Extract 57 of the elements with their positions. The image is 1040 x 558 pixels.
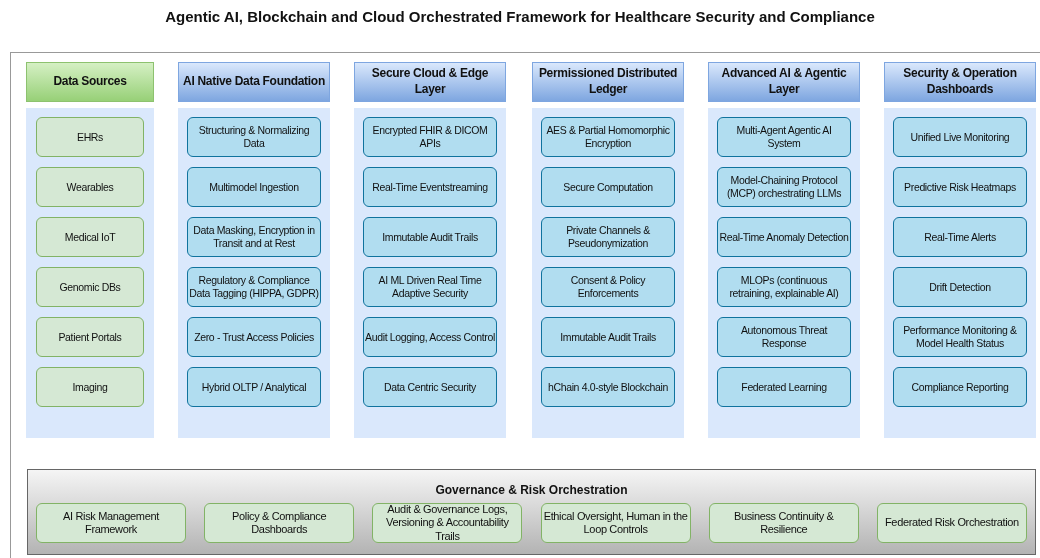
column-header: Data Sources [26, 62, 154, 102]
column-panel [354, 108, 506, 438]
item-box: Medical IoT [36, 217, 144, 257]
item-box: Regulatory & Compliance Data Tagging (HIPPA, GDPR) [187, 267, 321, 307]
item-box: Zero - Trust Access Policies [187, 317, 321, 357]
column-header: Advanced AI & Agentic Layer [708, 62, 860, 102]
item-box: Audit & Governance Logs, Versioning & Accountability Trails [372, 503, 523, 543]
column-panel [26, 108, 154, 438]
item-box: Structuring & Normalizing Data [187, 117, 321, 157]
item-box: Multimodel Ingestion [187, 167, 321, 207]
item-box: AI ML Driven Real Time Adaptive Security [363, 267, 497, 307]
item-box: Performance Monitoring & Model Health Status [893, 317, 1027, 357]
item-box: Business Continuity & Resilience [708, 503, 859, 543]
item-box: Encrypted FHIR & DICOM APIs [363, 117, 497, 157]
item-box: Unified Live Monitoring [893, 117, 1027, 157]
item-box: Drift Detection [893, 267, 1027, 307]
item-box: Wearables [36, 167, 144, 207]
item-box: Hybrid OLTP / Analytical [187, 367, 321, 407]
item-box: Audit Logging, Access Control [363, 317, 497, 357]
item-box: Multi-Agent Agentic AI System [717, 117, 851, 157]
item-box: Data Centric Security [363, 367, 497, 407]
column-panel [708, 108, 860, 438]
band-title: Governance & Risk Orchestration [434, 483, 629, 497]
column-header: Security & Operation Dashboards [884, 62, 1036, 102]
item-box: Model-Chaining Protocol (MCP) orchestrating LLMs [717, 167, 851, 207]
column-panel [532, 108, 684, 438]
item-box: Immutable Audit Trails [363, 217, 497, 257]
item-box: MLOPs (continuous retraining, explainable AI) [717, 267, 851, 307]
item-box: AI Risk Management Framework [36, 503, 186, 543]
column-panel [178, 108, 330, 438]
item-box: Autonomous Threat Response [717, 317, 851, 357]
column-header: Secure Cloud & Edge Layer [354, 62, 506, 102]
item-box: Federated Learning [717, 367, 851, 407]
item-box: Policy & Compliance Dashboards [204, 503, 355, 543]
item-box: Secure Computation [541, 167, 675, 207]
item-box: Real-Time Alerts [893, 217, 1027, 257]
item-box: Private Channels & Pseudonymization [541, 217, 675, 257]
item-box: Immutable Audit Trails [541, 317, 675, 357]
item-box: AES & Partial Homomorphic Encryption [541, 117, 675, 157]
item-box: Federated Risk Orchestration [876, 503, 1027, 543]
item-box: Compliance Reporting [893, 367, 1027, 407]
item-box: Real-Time Eventstreaming [363, 167, 497, 207]
column-header: AI Native Data Foundation [178, 62, 330, 102]
item-box: Ethical Oversight, Human in the Loop Controls [540, 503, 691, 543]
column-panel [884, 108, 1036, 438]
item-box: Predictive Risk Heatmaps [893, 167, 1027, 207]
diagram-title: Agentic AI, Blockchain and Cloud Orchestrated Framework for Healthcare Security and Compliance [164, 8, 876, 25]
column-header: Permissioned Distributed Ledger [532, 62, 684, 102]
item-box: hChain 4.0-style Blockchain [541, 367, 675, 407]
item-box: EHRs [36, 117, 144, 157]
item-box: Data Masking, Encryption in Transit and at Rest [187, 217, 321, 257]
item-box: Imaging [36, 367, 144, 407]
item-box: Consent & Policy Enforcements [541, 267, 675, 307]
governance-band [27, 469, 1036, 555]
item-box: Real-Time Anomaly Detection [717, 217, 851, 257]
item-box: Genomic DBs [36, 267, 144, 307]
item-box: Patient Portals [36, 317, 144, 357]
